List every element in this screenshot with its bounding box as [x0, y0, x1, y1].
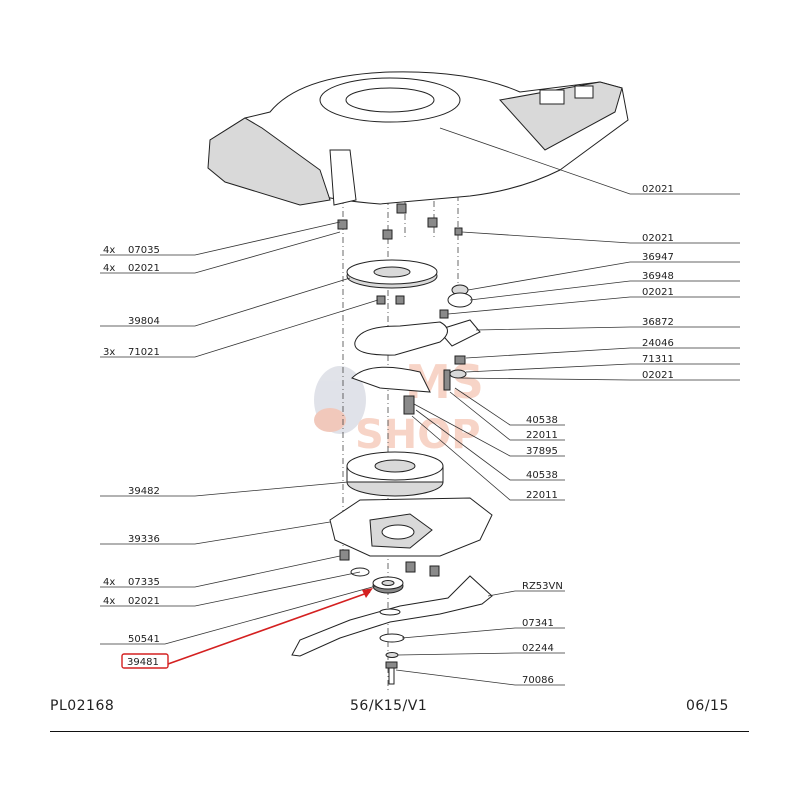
right-code-16: 02244: [522, 643, 554, 654]
right-code-0: 02021: [642, 184, 674, 195]
upper-pulley: [346, 259, 438, 305]
bearing: [350, 567, 404, 594]
deck-bolts: [337, 203, 463, 240]
leader-lines-right: [395, 127, 740, 686]
blade: [291, 575, 493, 657]
left-code-3: 71021: [128, 347, 160, 358]
highlight-39481: [121, 588, 373, 669]
footer-date: 06/15: [686, 698, 729, 714]
right-code-10: 22011: [526, 430, 558, 441]
tension-arm: [437, 284, 481, 391]
left-code-2: 39804: [128, 316, 160, 327]
right-code-6: 24046: [642, 338, 674, 349]
leader-lines-left: [100, 221, 379, 645]
left-qty-3: 3x: [103, 347, 115, 358]
right-code-4: 02021: [642, 287, 674, 298]
left-qty-7: 4x: [103, 596, 115, 607]
deck-housing: [207, 71, 629, 206]
right-code-2: 36947: [642, 252, 674, 263]
right-code-7: 71311: [642, 354, 674, 365]
right-code-12: 40538: [526, 470, 558, 481]
footer-model-code: 56/K15/V1: [350, 698, 428, 714]
right-code-5: 36872: [642, 317, 674, 328]
right-code-11: 37895: [526, 446, 558, 457]
labels-left: 4x 07035 4x 02021 39804 3x 71021 39482 3…: [103, 245, 160, 668]
right-code-9: 40538: [526, 415, 558, 426]
left-code-7: 02021: [128, 596, 160, 607]
right-code-15: 07341: [522, 618, 554, 629]
left-qty-0: 4x: [103, 245, 115, 256]
blade-fasteners: [379, 633, 405, 685]
left-qty-6: 4x: [103, 577, 115, 588]
right-code-1: 02021: [642, 233, 674, 244]
left-code-6: 07335: [128, 577, 160, 588]
left-code-8: 50541: [128, 634, 160, 645]
watermark-logo: MS SHOP: [314, 355, 484, 458]
lower-pulley: [346, 451, 444, 497]
watermark-line2: SHOP: [355, 412, 481, 458]
left-code-5: 39336: [128, 534, 160, 545]
left-code-4: 39482: [128, 486, 160, 497]
right-code-14: RZ53VN: [522, 581, 563, 592]
right-code-8: 02021: [642, 370, 674, 381]
left-code-9: 39481: [127, 657, 159, 668]
left-qty-1: 4x: [103, 263, 115, 274]
footer-divider: [50, 731, 749, 732]
drive-belt: [354, 321, 448, 356]
right-code-3: 36948: [642, 271, 674, 282]
right-code-13: 22011: [526, 490, 558, 501]
footer-document-id: PL02168: [50, 698, 115, 714]
left-code-0: 07035: [128, 245, 160, 256]
right-code-17: 70086: [522, 675, 554, 686]
plate-bolts: [339, 549, 440, 577]
labels-right: 02021 02021 36947 36948 02021 36872 2404…: [522, 184, 674, 686]
belt-guide: [351, 366, 431, 415]
left-code-1: 02021: [128, 263, 160, 274]
lower-plate: [329, 497, 493, 557]
